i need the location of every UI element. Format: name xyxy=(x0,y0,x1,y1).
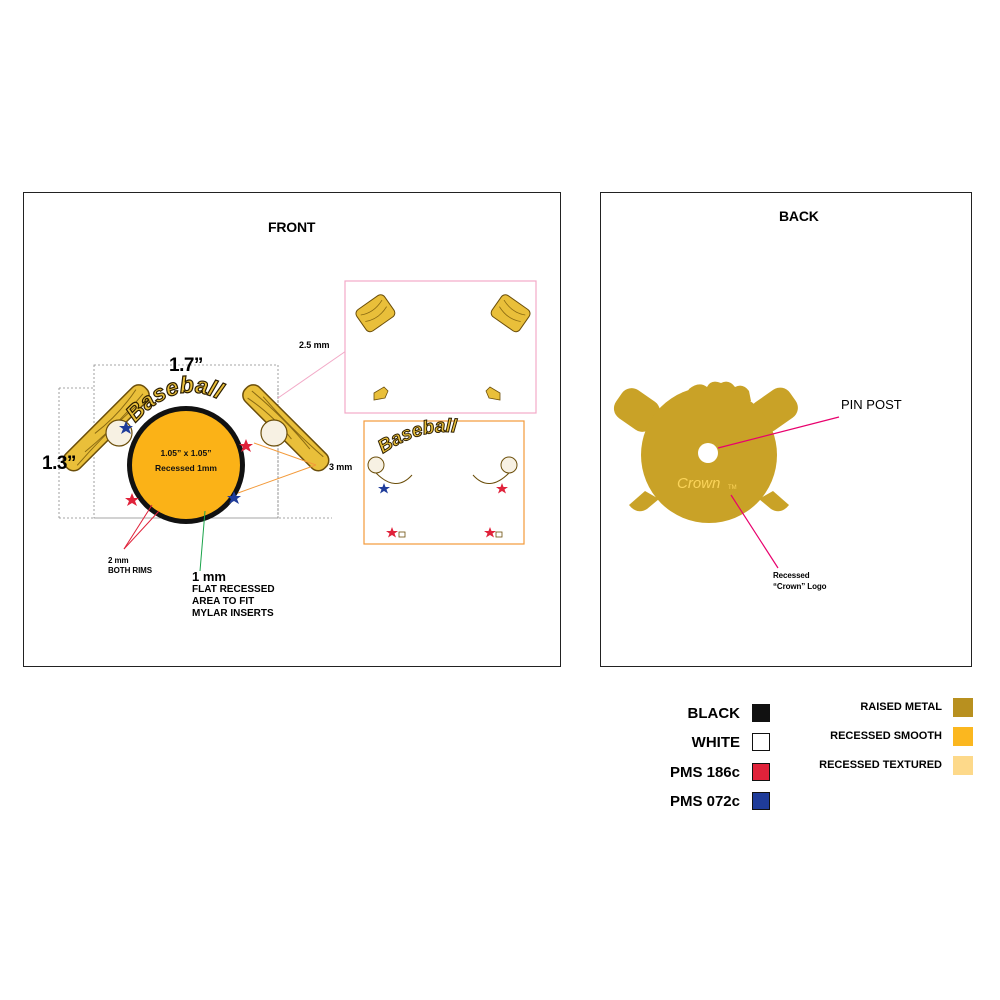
callout-2-5mm: 2.5 mm xyxy=(299,340,330,350)
legend-black-label: BLACK xyxy=(687,705,741,722)
crown-logo-text: Crown xyxy=(677,475,720,492)
star-icon xyxy=(239,439,253,452)
legend-white-swatch xyxy=(752,733,770,751)
baseball-detail-right xyxy=(500,456,518,474)
star-icon xyxy=(386,527,398,538)
baseball-right xyxy=(260,419,288,447)
crown-logo-tm: TM xyxy=(728,485,737,491)
legend-raised-metal-swatch xyxy=(953,698,973,717)
front-drawing: Baseball 1.05” x 1.05” Recessed 1mm xyxy=(58,280,537,572)
front-heading: FRONT xyxy=(268,219,316,235)
bat-knob-detail-left xyxy=(398,531,406,538)
back-heading: BACK xyxy=(779,208,819,224)
star-icon xyxy=(227,491,241,504)
callout-1mm: 1 mm FLAT RECESSED AREA TO FIT MYLAR INS… xyxy=(192,569,275,619)
legend-recessed-smooth-label: RECESSED SMOOTH xyxy=(830,730,942,742)
bat-knob-left xyxy=(373,386,389,401)
height-dimension-label: 1.3” xyxy=(42,453,76,474)
logo-callout-line xyxy=(730,494,779,569)
legend-pms186-label: PMS 186c xyxy=(669,764,740,781)
legend-recessed-textured-label: RECESSED TEXTURED xyxy=(819,759,942,771)
three-mm-callout-lines xyxy=(237,442,317,494)
bat-knob-detail-right xyxy=(495,531,503,538)
center-recess-text: Recessed 1mm xyxy=(155,463,217,473)
legend-recessed-smooth-swatch xyxy=(953,727,973,746)
legend-recessed-textured-swatch xyxy=(953,756,973,775)
rims-callout-lines xyxy=(123,504,160,550)
recess-callout-line xyxy=(199,510,206,572)
baseball-detail-left xyxy=(367,456,385,474)
callout-3mm: 3 mm xyxy=(329,462,353,472)
legend-pms072-label: PMS 072c xyxy=(669,793,740,810)
rim-arc-left xyxy=(375,472,413,484)
baseball-left xyxy=(105,419,133,447)
bat-end-top-right xyxy=(490,294,531,333)
star-icon xyxy=(378,483,390,494)
legend-pms186-swatch xyxy=(752,763,770,781)
pink-callout-line xyxy=(277,350,347,399)
legend-raised-metal-label: RAISED METAL xyxy=(860,701,942,713)
star-icon xyxy=(484,527,496,538)
pin-post-label: PIN POST xyxy=(841,397,902,412)
center-size-text: 1.05” x 1.05” xyxy=(160,448,211,458)
back-drawing: Crown TM xyxy=(613,381,840,569)
rim-arc-right xyxy=(472,472,510,484)
star-icon xyxy=(125,493,139,506)
legend-black-swatch xyxy=(752,704,770,722)
front-panel: FRONT xyxy=(23,192,561,667)
back-panel: BACK Crown TM PIN POST Recessed “Crown” … xyxy=(600,192,972,667)
legend-white-label: WHITE xyxy=(691,734,740,751)
pin-post-callout-line xyxy=(717,416,840,449)
logo-callout-label: Recessed “Crown” Logo xyxy=(773,571,827,591)
callout-rims: 2 mm BOTH RIMS xyxy=(108,556,152,575)
pin-post-hole xyxy=(698,443,718,463)
star-icon xyxy=(119,421,133,434)
bat-left xyxy=(62,384,150,472)
bat-end-top-left xyxy=(355,294,396,333)
width-dimension-label: 1.7” xyxy=(169,355,203,376)
bat-knob-right xyxy=(485,386,501,401)
legend-pms072-swatch xyxy=(752,792,770,810)
disc-recessed-area xyxy=(132,411,240,519)
star-icon xyxy=(496,483,508,494)
